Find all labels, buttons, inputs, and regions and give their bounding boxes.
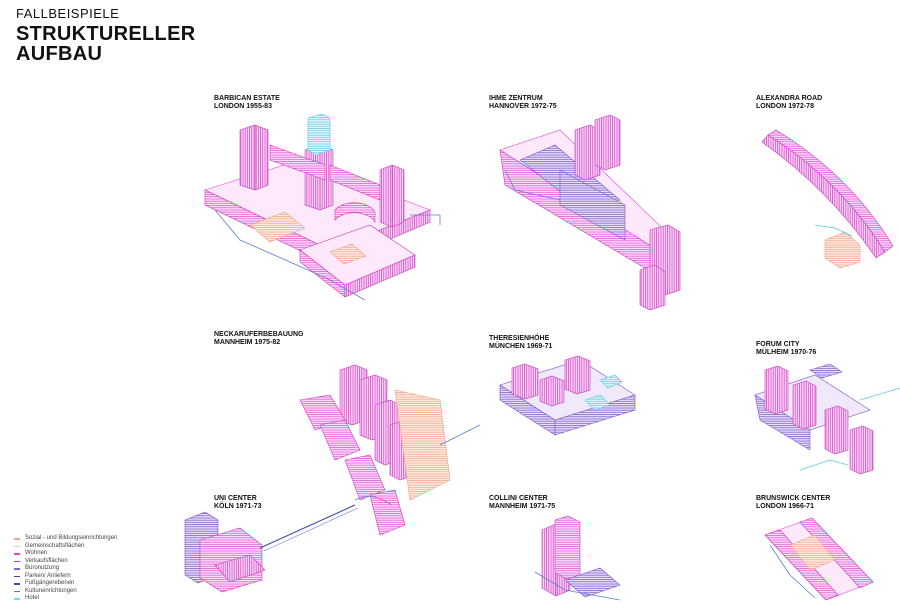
legend-label: Hotel — [25, 595, 40, 601]
case-label-neckarufer: NECKARUFERBEBAUUNG MANNHEIM 1975-82 — [214, 331, 303, 347]
drawing-barbican — [204, 113, 441, 301]
title-line-1: STRUKTURELLER — [16, 23, 196, 45]
legend-label: Sozial - und Bildungseinrichtungen — [25, 535, 118, 541]
drawing-uni-center — [184, 504, 359, 593]
legend-item: Parken/ Anliefern — [14, 573, 117, 581]
title-line-2: AUFBAU — [16, 43, 103, 65]
legend-item: Büronutzung — [14, 565, 117, 573]
case-name: THERESIENHÖHE — [489, 335, 550, 342]
case-name: ALEXANDRA ROAD — [756, 95, 823, 102]
legend-label: Fußgängerebenen — [25, 580, 75, 586]
case-place: MANNHEIM 1971-75 — [489, 503, 556, 510]
drawing-collini — [534, 515, 621, 601]
case-name: UNI CENTER — [214, 495, 257, 502]
page-title: STRUKTURELLER AUFBAU — [16, 24, 195, 64]
drawing-alexandra — [761, 129, 894, 269]
case-place: MANNHEIM 1975-82 — [214, 339, 281, 346]
drawing-neckarufer — [299, 364, 481, 536]
case-name: IHME ZENTRUM — [489, 95, 543, 102]
case-place: MÜLHEIM 1970-76 — [756, 349, 817, 356]
legend-item: Wohnen — [14, 550, 117, 558]
legend-item: Gemeinschaftsflächen — [14, 543, 117, 551]
case-label-barbican: BARBICAN ESTATE LONDON 1955-83 — [214, 95, 280, 111]
case-place: KÖLN 1971-73 — [214, 503, 262, 510]
case-label-theresienhoehe: THERESIENHÖHE MÜNCHEN 1969-71 — [489, 335, 552, 351]
case-name: FORUM CITY — [756, 341, 800, 348]
drawing-theresienhoehe — [499, 355, 636, 436]
case-place: MÜNCHEN 1969-71 — [489, 343, 553, 350]
legend-swatch — [14, 568, 20, 570]
legend-label: Büronutzung — [25, 565, 60, 571]
case-place: LONDON 1955-83 — [214, 103, 272, 110]
case-label-brunswick: BRUNSWICK CENTER LONDON 1966-71 — [756, 495, 830, 511]
case-name: NECKARUFERBEBAUUNG — [214, 331, 304, 338]
legend-item: Fußgängerebenen — [14, 580, 117, 588]
page-kicker: FALLBEISPIELE — [16, 6, 120, 21]
legend-label: Kultureinrichtungen — [25, 587, 77, 594]
legend-swatch — [14, 553, 20, 555]
legend-item: Verkaufsflächen — [14, 558, 117, 566]
legend-swatch — [14, 598, 20, 600]
legend-item: Kultureinrichtungen — [14, 588, 117, 596]
case-place: LONDON 1972-78 — [756, 103, 814, 110]
legend: Sozial - und Bildungseinrichtungen Gemei… — [14, 535, 117, 603]
legend-label: Parken/ Anliefern — [25, 572, 71, 579]
legend-swatch — [14, 575, 20, 577]
drawing-brunswick — [764, 517, 874, 601]
legend-item: Sozial - und Bildungseinrichtungen — [14, 535, 117, 543]
legend-swatch — [14, 583, 20, 585]
case-label-collini: COLLINI CENTER MANNHEIM 1971-75 — [489, 495, 555, 511]
case-label-forum-city: FORUM CITY MÜLHEIM 1970-76 — [756, 341, 816, 357]
case-name: COLLINI CENTER — [489, 495, 548, 502]
case-place: LONDON 1966-71 — [756, 503, 814, 510]
drawing-forum-city — [754, 363, 900, 475]
drawing-ihme — [499, 114, 681, 311]
legend-label: Wohnen — [25, 550, 48, 556]
case-label-alexandra: ALEXANDRA ROAD LONDON 1972-78 — [756, 95, 822, 111]
legend-label: Verkaufsflächen — [25, 557, 68, 564]
case-label-ihme: IHME ZENTRUM HANNOVER 1972-75 — [489, 95, 557, 111]
legend-label: Gemeinschaftsflächen — [25, 542, 85, 549]
case-place: HANNOVER 1972-75 — [489, 103, 557, 110]
case-label-uni-center: UNI CENTER KÖLN 1971-73 — [214, 495, 261, 511]
legend-swatch — [14, 560, 20, 562]
legend-swatch — [14, 538, 20, 540]
case-name: BARBICAN ESTATE — [214, 95, 280, 102]
legend-swatch — [14, 545, 20, 547]
case-name: BRUNSWICK CENTER — [756, 495, 831, 502]
legend-swatch — [14, 590, 20, 592]
legend-item: Hotel — [14, 595, 117, 603]
